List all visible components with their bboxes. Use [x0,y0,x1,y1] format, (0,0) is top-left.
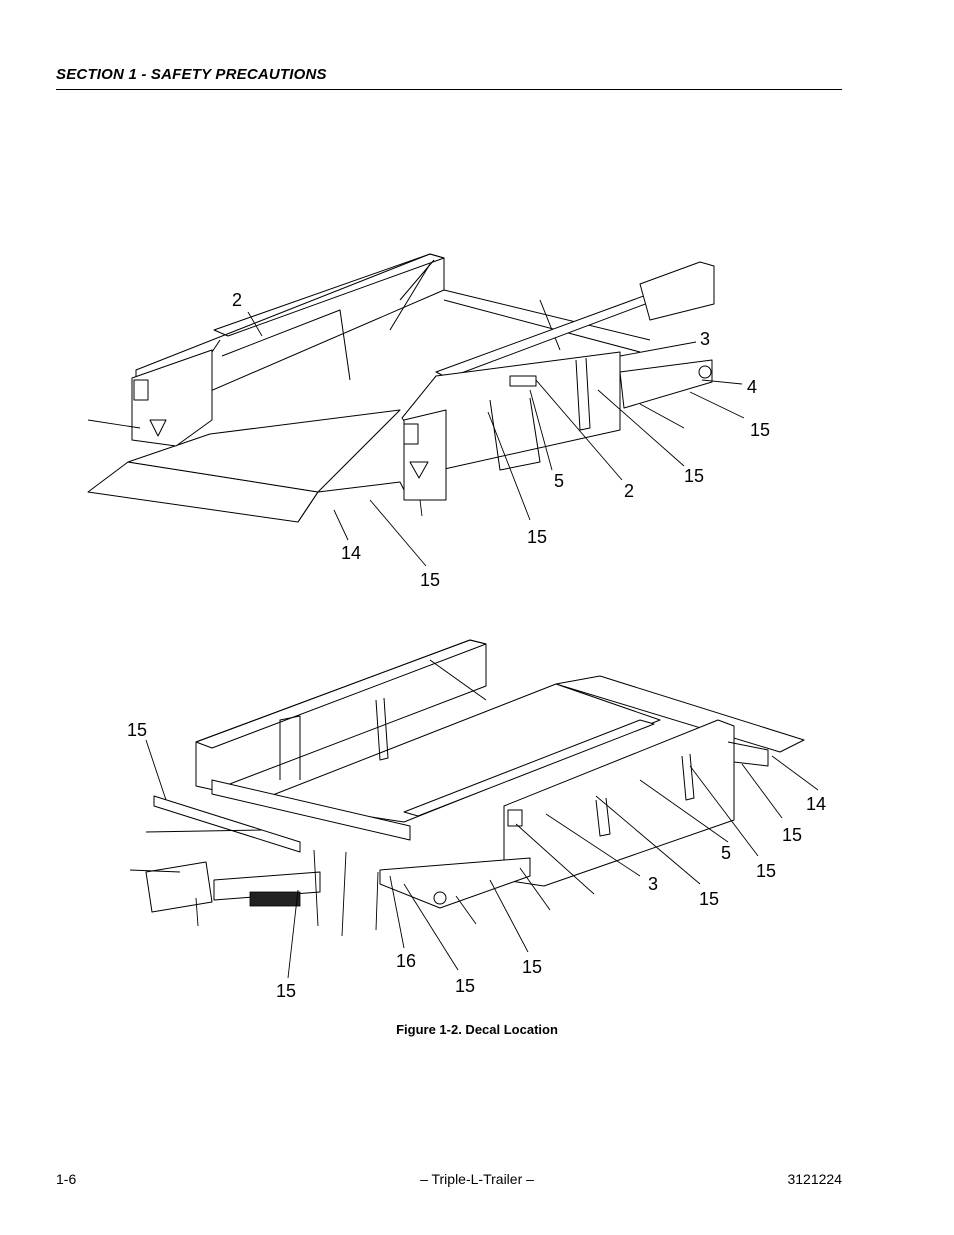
leader-b15d [595,795,701,885]
callout-label: 14 [341,543,362,563]
top-trailer-drawing [87,253,715,523]
leader-14 [333,509,349,541]
callout-label: 5 [554,471,565,491]
leader-b15g [287,889,299,979]
leader-5 [529,389,553,471]
leader-b3 [545,813,641,877]
leader-3 [619,341,697,357]
section-title: SECTION 1 - SAFETY PRECAUTIONS [56,66,327,83]
bottom-axle-block [249,891,301,907]
leader-2a [247,311,263,337]
bottom-right-bracket-2 [681,753,695,801]
callout-label: 16 [396,951,417,971]
callout-label: 15 [455,976,476,996]
bottom-left-post [279,715,301,780]
callout-label: 15 [127,720,148,740]
callout-label: 15 [750,420,771,440]
top-leader-lines [87,311,745,567]
deck-floor [127,409,401,493]
leader-b-tongue [519,867,551,911]
callout-label: 4 [747,377,758,397]
right-light [403,423,419,445]
left-top-rail [213,253,445,337]
hitch-bracket [639,261,715,321]
bottom-left-bracket [375,697,389,761]
hitch-tongue [619,359,713,409]
ramp-edge [297,481,405,523]
callout-label: 2 [624,481,635,501]
left-panel [221,309,351,381]
leader-b-beam3 [313,849,319,927]
leader-b-left3 [195,897,199,927]
leader-b-left1 [145,829,263,833]
left-light [133,379,149,401]
leader-4 [701,379,743,385]
right-wall-panel [489,397,541,471]
callout-label: 3 [648,874,659,894]
callout-label: 15 [782,825,803,845]
page-number: 1-6 [56,1171,77,1187]
bottom-tongue [379,857,531,909]
left-warning-decal [149,419,167,437]
bottom-left-brace [429,659,487,701]
leader-b15a [145,739,167,801]
right-top-decal [509,375,537,387]
leader-b15c [689,765,759,857]
bottom-trailer-drawing [145,639,805,913]
bottom-rear-beam [153,795,301,853]
bottom-coupler [433,891,447,905]
hitch-coupler [698,365,712,379]
leader-b-left2 [129,869,181,873]
leader-b14 [771,755,819,791]
leader-15a [689,391,745,419]
callout-label: 15 [276,981,297,1001]
leader-2b [535,379,623,481]
bottom-right-light [507,809,523,827]
right-warning-decal [409,461,429,479]
figure-caption: Figure 1-2. Decal Location [396,1022,558,1037]
bottom-leader-lines [129,739,819,979]
right-post [575,357,591,431]
bottom-mid-beam [211,779,411,841]
leader-b-mid [515,823,595,895]
bottom-right-bracket [595,797,611,837]
leader-b-coupler [455,895,477,925]
callout-label: 15 [756,861,777,881]
callout-label: 14 [806,794,827,814]
leader-fender [419,499,423,517]
callout-label: 15 [684,466,705,486]
cross-brace [539,299,561,351]
leader-15d [369,499,427,567]
leader-left [87,419,141,429]
left-brace-2 [389,263,431,331]
left-brace-3 [399,259,435,301]
callout-label: 15 [420,570,441,590]
rear-cross-beam [443,289,651,341]
leader-b5 [639,779,729,843]
callout-label: 5 [721,843,732,863]
callout-label: 15 [699,889,720,909]
callout-label: 15 [522,957,543,977]
leader-15c [487,411,531,521]
rear-cross-beam-lower [443,299,641,353]
leader-15b [597,389,685,467]
document-number: 3121224 [787,1171,842,1187]
bottom-hitch [145,861,213,913]
leader-b15b [741,763,783,819]
header-rule [56,89,842,90]
callout-label: 2 [232,290,243,310]
leader-b16 [389,875,405,949]
callout-label: 15 [527,527,548,547]
leader-tongue [639,403,685,429]
bottom-left-top-rail [195,639,487,749]
bottom-right-top-rail [403,719,655,817]
leader-b-beam1 [375,871,379,931]
bottom-ramp-end [727,741,769,767]
leader-b15e [489,879,529,953]
leader-b-beam2 [341,851,347,937]
callout-label: 3 [700,329,711,349]
leader-b15f [403,883,459,971]
footer-title: – Triple-L-Trailer – [420,1171,534,1187]
